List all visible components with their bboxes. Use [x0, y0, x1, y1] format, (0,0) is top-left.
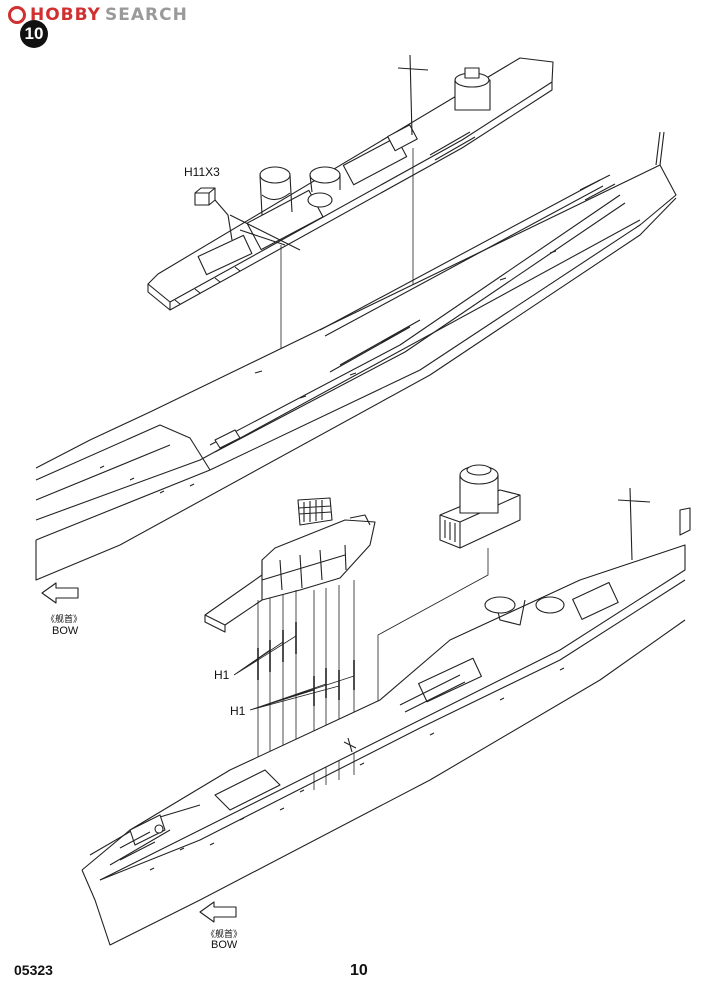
- funnel-assembly: [439, 464, 521, 549]
- hull-one: [35, 131, 677, 581]
- upper-deck-assembly: [147, 54, 554, 311]
- bow-label-cn-two: 《舰首》: [206, 929, 243, 939]
- step-number-badge: 10: [20, 20, 48, 48]
- h1-part-callout-a: H1: [214, 668, 230, 682]
- bow-label-one: BOW: [52, 625, 79, 637]
- hobbysearch-watermark: HOBBY SEARCH: [8, 4, 188, 26]
- bow-label-two: BOW: [211, 939, 238, 951]
- h1-leader-lines: [233, 580, 355, 790]
- watermark-brand-red: HOBBY: [30, 5, 101, 25]
- h1-part-callout-b: H1: [230, 704, 246, 718]
- bow-arrow-one: [41, 582, 79, 604]
- watermark-brand-grey: SEARCH: [104, 5, 188, 25]
- h1-rods: [257, 622, 355, 706]
- watermark-ring-icon: [8, 6, 26, 24]
- hull-two: [81, 487, 691, 946]
- bridge-assembly: [204, 497, 376, 633]
- kit-code: 05323: [14, 962, 53, 978]
- h11-part-sketch: [194, 187, 216, 206]
- bow-label-cn-one: 《舰首》: [46, 614, 83, 624]
- bow-arrow-two: [199, 901, 237, 923]
- page-number: 10: [350, 962, 368, 979]
- h11-part-callout: H11X3: [184, 165, 220, 179]
